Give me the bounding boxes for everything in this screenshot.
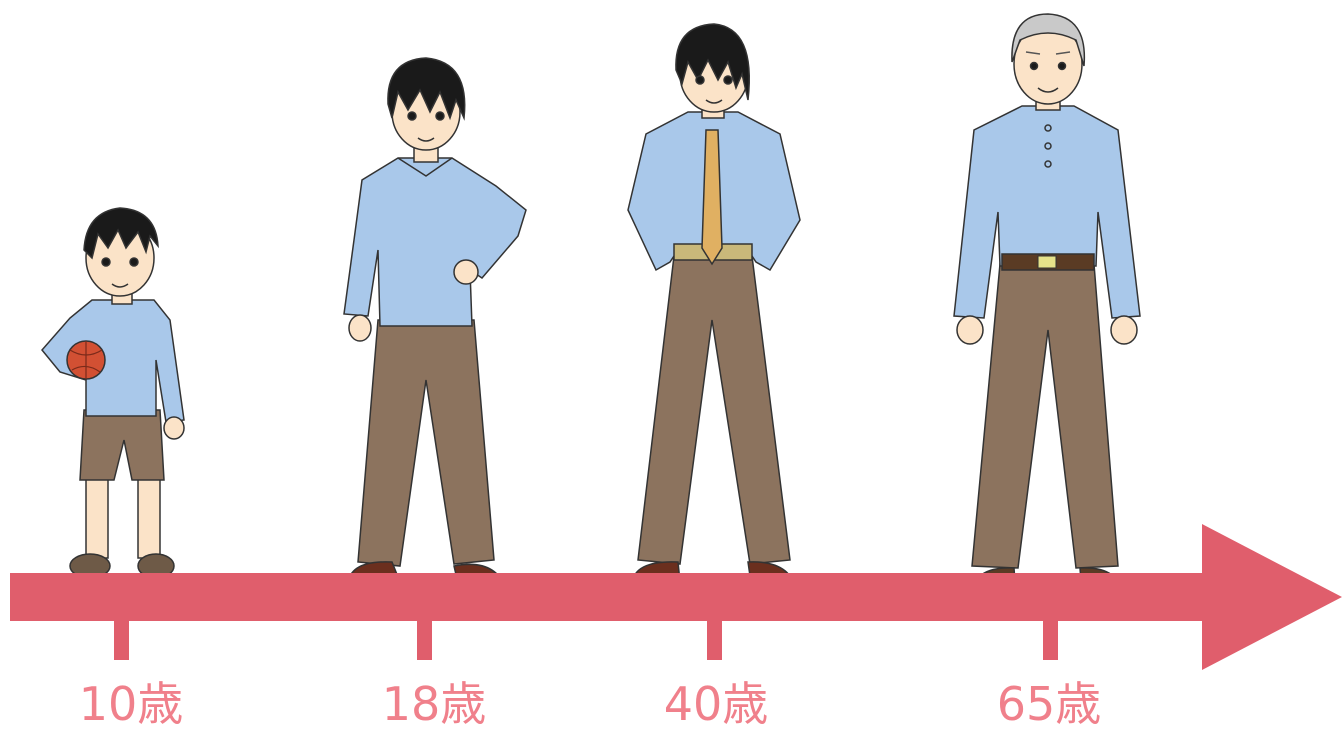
figure-elderly-man (953, 13, 1141, 602)
age-label-18: 18歳 (381, 677, 487, 731)
figure-man-with-tie (627, 23, 801, 596)
tick-18 (417, 619, 432, 660)
timeline-arrow (10, 524, 1342, 670)
tick-65 (1043, 619, 1058, 660)
age-label-40: 40歳 (663, 677, 769, 731)
tick-10 (114, 619, 129, 660)
figure-young-man (343, 57, 527, 598)
age-label-10: 10歳 (78, 677, 184, 731)
tick-40 (707, 619, 722, 660)
figure-child (41, 207, 185, 579)
age-label-65: 65歳 (996, 677, 1102, 731)
